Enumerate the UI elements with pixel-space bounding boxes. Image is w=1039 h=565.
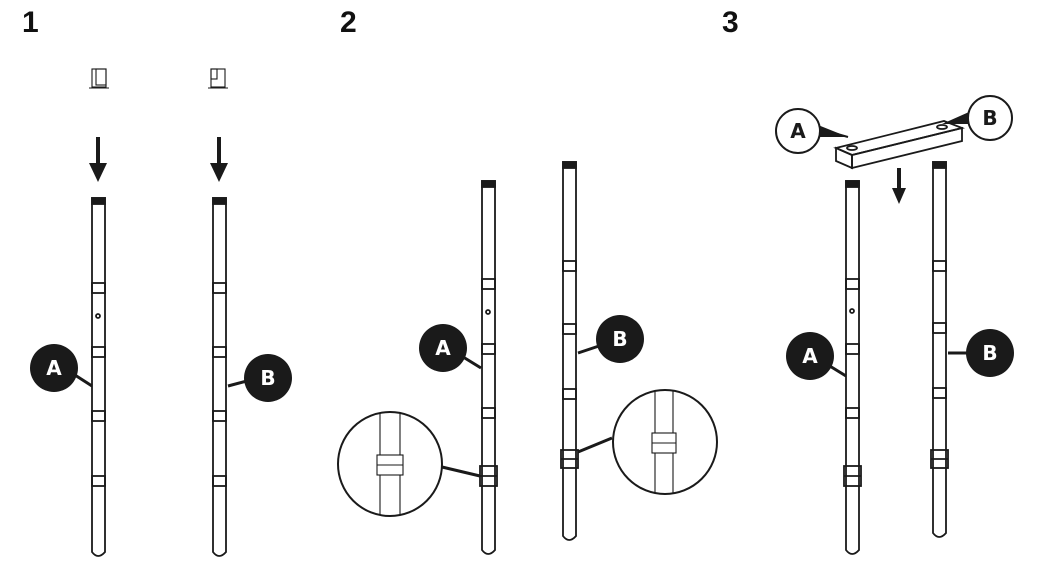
label-b-text: B (982, 106, 997, 130)
label-badge-b-step1: B (227, 354, 292, 402)
label-b-text: B (260, 366, 275, 390)
step-3-group: A B (775, 95, 1014, 555)
label-badge-a-step2: A (419, 324, 482, 372)
pole-b-step1 (212, 197, 227, 557)
label-a-text: A (435, 336, 451, 360)
down-arrow-1b (210, 137, 228, 182)
label-badge-a-step3: A (786, 332, 847, 380)
label-badge-a-step1: A (30, 344, 93, 392)
pole-b-step2 (560, 161, 579, 541)
pole-b-step3 (930, 161, 949, 538)
label-badge-a-outline: A (775, 108, 849, 154)
down-arrow-1a (89, 137, 107, 182)
label-a-text: A (790, 119, 806, 143)
label-a-text: A (802, 344, 818, 368)
pole-a-step3 (843, 180, 862, 555)
pole-a-step1 (91, 197, 106, 557)
down-arrow-3 (892, 168, 906, 204)
step-2-number: 2 (340, 6, 357, 39)
step-3-number: 3 (722, 6, 739, 39)
step-1-number: 1 (22, 6, 39, 39)
label-badge-b-step3: B (948, 329, 1014, 377)
detail-zoom-a (337, 411, 481, 517)
step-1-group: A B (30, 68, 292, 557)
step-2-group: A B (337, 161, 718, 555)
label-a-text: A (46, 356, 62, 380)
top-connector-bar (833, 120, 965, 170)
label-badge-b-step2: B (577, 315, 644, 363)
detail-zoom-b (577, 389, 718, 495)
label-badge-b-outline: B (942, 95, 1013, 141)
cap-piece-b (208, 68, 228, 89)
cap-piece-a (89, 68, 109, 89)
label-b-text: B (612, 327, 627, 351)
label-b-text: B (982, 341, 997, 365)
pole-a-step2 (479, 180, 498, 555)
